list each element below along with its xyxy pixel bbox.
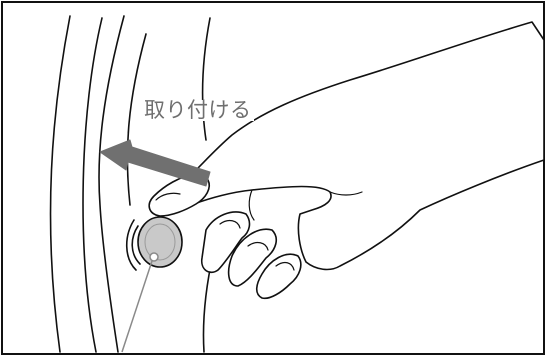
- fabric-folds: [49, 15, 215, 353]
- installed-part: [125, 216, 183, 271]
- install-caption: 取り付ける: [142, 98, 254, 122]
- leader-line: [121, 252, 159, 353]
- arrow-left-icon: [99, 139, 211, 187]
- hand: [148, 21, 545, 300]
